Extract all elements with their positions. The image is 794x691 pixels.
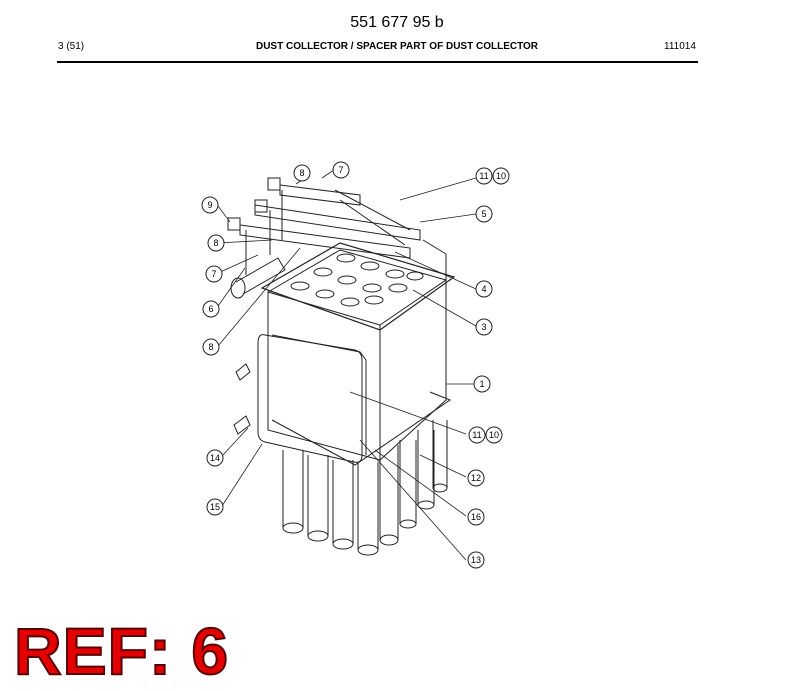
- ref-stamp: REF: 6: [13, 614, 230, 688]
- callout-8c: 8: [202, 338, 220, 356]
- document-title: DUST COLLECTOR / SPACER PART OF DUST COL…: [255, 41, 539, 52]
- document-date: 111014: [664, 41, 696, 52]
- document-number: 551 677 95 b: [350, 14, 444, 31]
- svg-text:7: 7: [338, 165, 343, 175]
- clip-top: [235, 363, 251, 381]
- svg-text:15: 15: [210, 502, 220, 512]
- bottom-flange: [271, 391, 452, 466]
- svg-text:7: 7: [211, 269, 216, 279]
- filter-tubes: [282, 420, 448, 556]
- svg-text:8: 8: [208, 342, 213, 352]
- svg-text:11: 11: [472, 430, 481, 440]
- svg-text:11: 11: [479, 171, 488, 181]
- svg-text:4: 4: [481, 284, 486, 294]
- filter-holes: [290, 253, 424, 307]
- svg-text:10: 10: [496, 171, 506, 181]
- callout-7b: 7: [205, 265, 223, 283]
- svg-text:3: 3: [481, 322, 486, 332]
- svg-text:8: 8: [213, 238, 218, 248]
- callout-15: 15: [206, 498, 224, 516]
- svg-text:9: 9: [207, 200, 212, 210]
- callout-8b: 8: [207, 234, 225, 252]
- callout-10b: 10: [485, 426, 503, 444]
- callout-6: 6: [202, 300, 220, 318]
- callout-13: 13: [467, 551, 485, 569]
- callout-labels: 1 3 4 5 6 7 7 8 8 8 9 10 10 11 11 12 13 …: [201, 161, 510, 569]
- callout-8a: 8: [293, 164, 311, 182]
- callout-9: 9: [201, 196, 219, 214]
- svg-text:5: 5: [481, 209, 486, 219]
- svg-text:13: 13: [471, 555, 481, 565]
- header-rule: [57, 61, 698, 63]
- svg-text:1: 1: [479, 379, 484, 389]
- leader-lines: [217, 169, 477, 561]
- callout-14: 14: [206, 449, 224, 467]
- callout-10a: 10: [492, 167, 510, 185]
- svg-text:8: 8: [299, 168, 304, 178]
- collector-box: [260, 239, 456, 461]
- callout-11b: 11: [468, 426, 486, 444]
- inspection-door: [257, 334, 367, 463]
- svg-text:16: 16: [471, 512, 481, 522]
- callout-5: 5: [475, 205, 493, 223]
- valve-assembly: [227, 177, 421, 299]
- callout-4: 4: [475, 280, 493, 298]
- page-number: 3 (51): [58, 41, 85, 52]
- callout-12: 12: [467, 469, 485, 487]
- callout-16: 16: [467, 508, 485, 526]
- clip-bottom: [233, 415, 251, 435]
- callout-1: 1: [473, 375, 491, 393]
- svg-text:14: 14: [210, 453, 220, 463]
- svg-text:12: 12: [471, 473, 481, 483]
- callout-3: 3: [475, 318, 493, 336]
- svg-text:6: 6: [208, 304, 213, 314]
- callout-11a: 11: [475, 167, 493, 185]
- svg-text:10: 10: [489, 430, 499, 440]
- callout-7a: 7: [332, 161, 350, 179]
